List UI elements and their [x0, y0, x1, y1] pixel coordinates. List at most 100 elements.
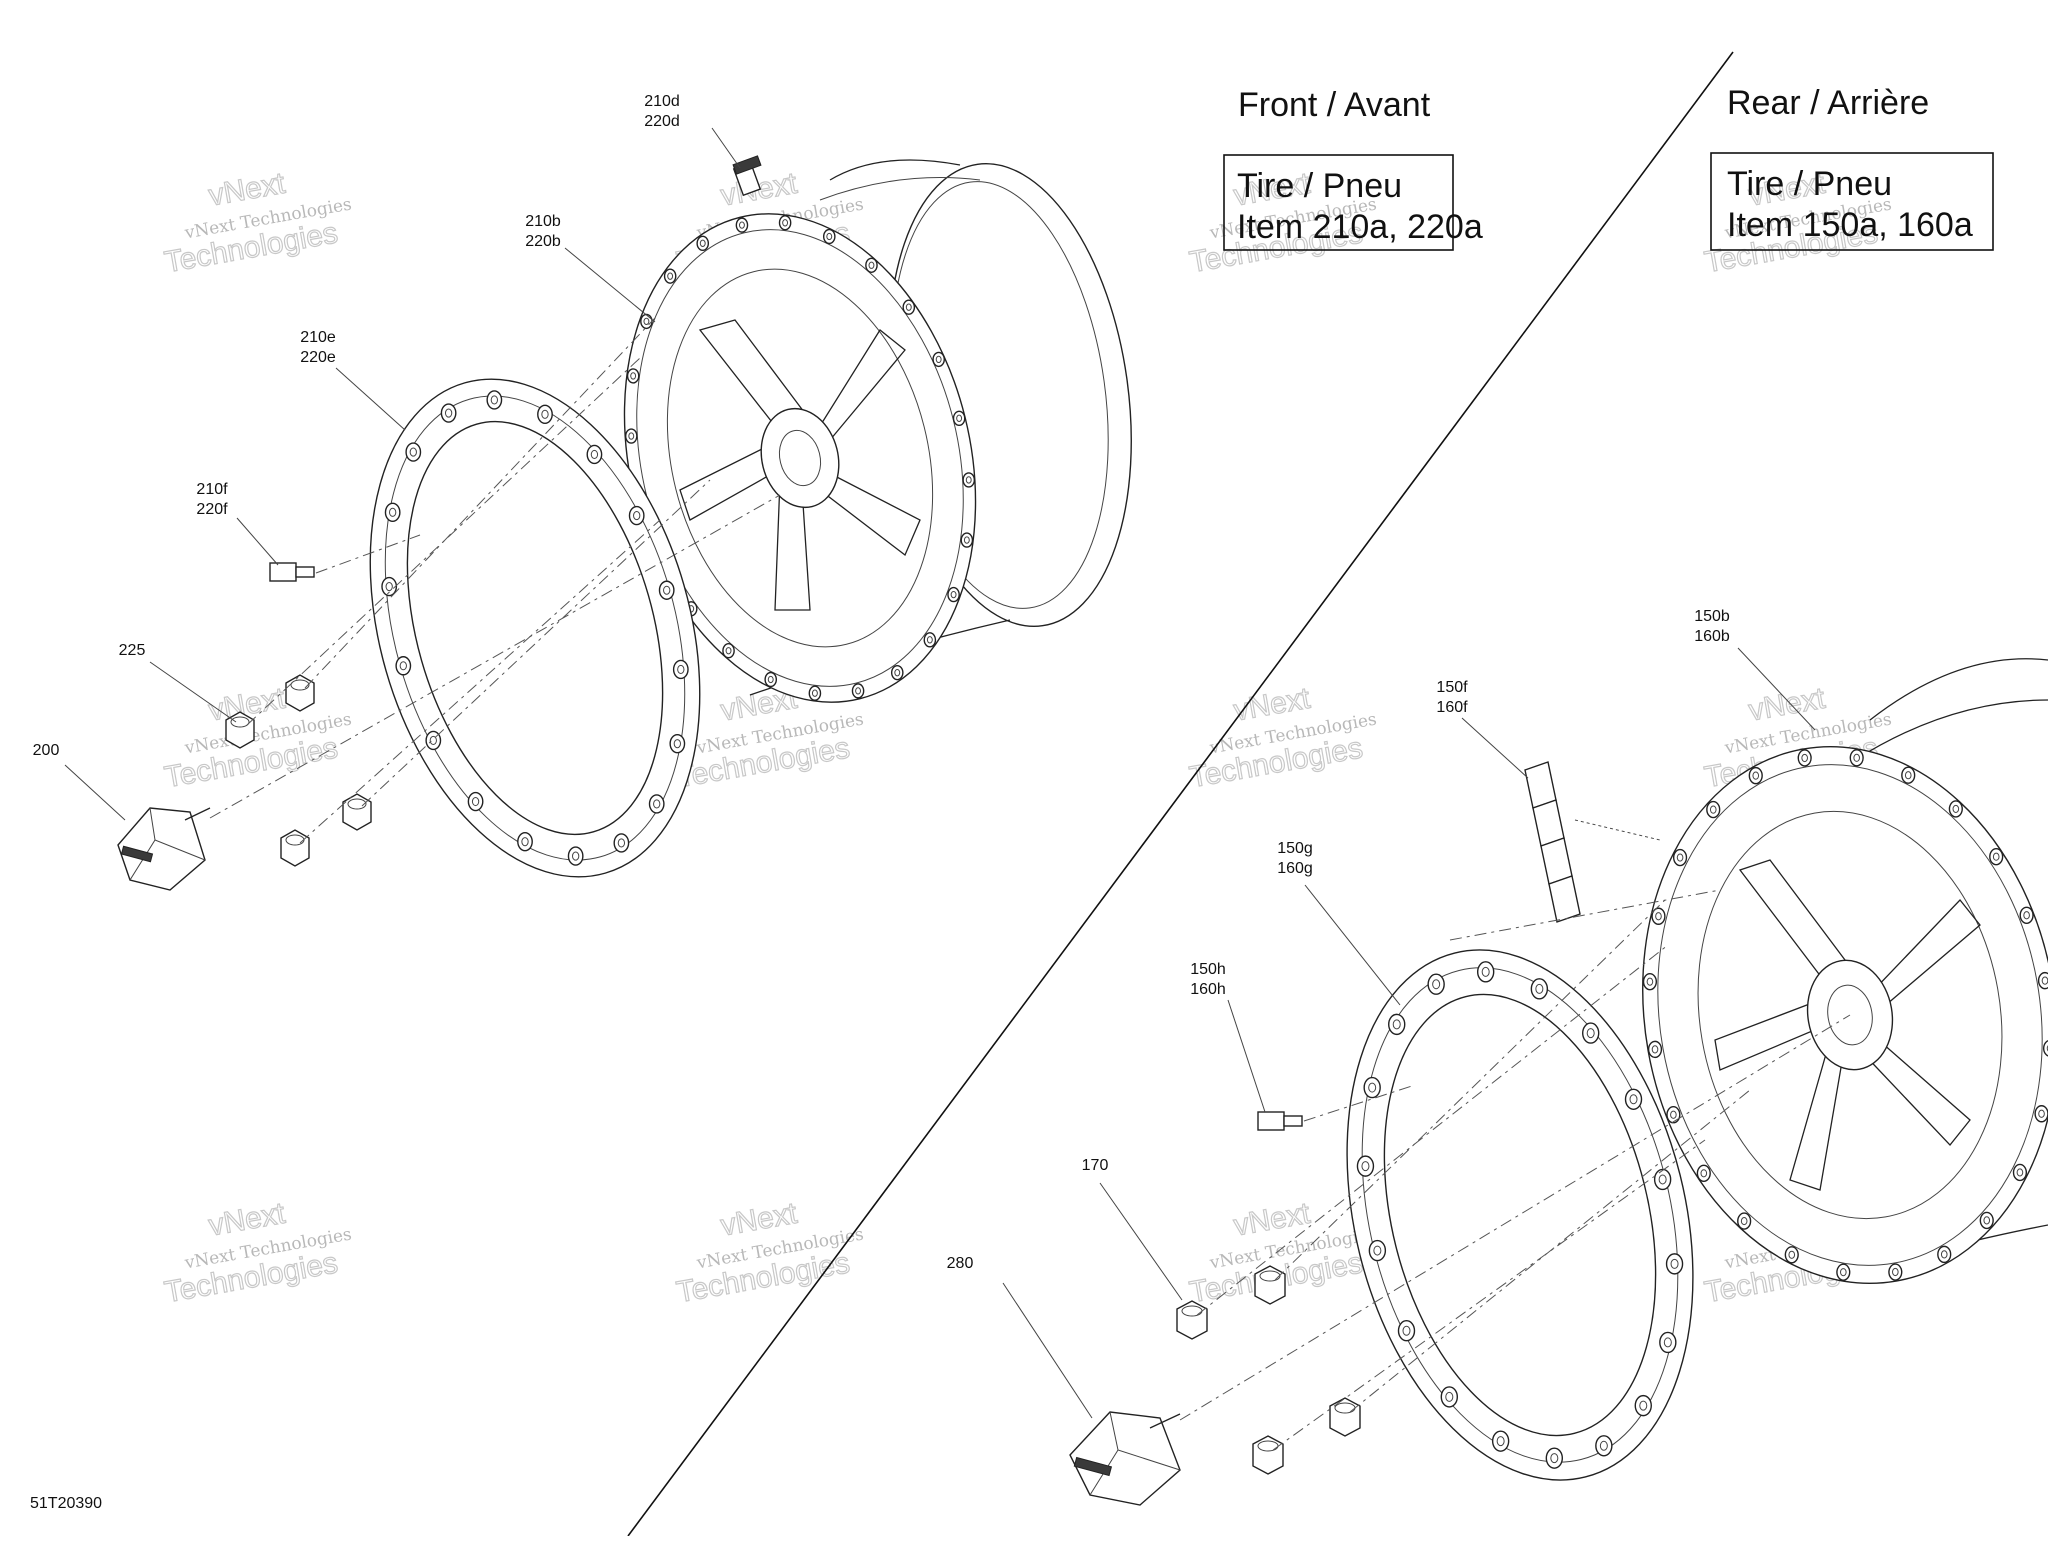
rim-bolt [923, 632, 937, 648]
rim-bolt [952, 410, 966, 427]
rim-bolt [722, 643, 735, 659]
ring-lug [672, 659, 689, 680]
ring-lug [1440, 1386, 1459, 1408]
svg-text:vNext: vNext [718, 1197, 800, 1243]
ring-lug [1388, 1013, 1406, 1036]
rim-bolt [1948, 800, 1963, 818]
ring-lug [517, 831, 533, 852]
front-bolt-210f [269, 562, 315, 582]
front-beadlock-ring-210e [369, 378, 701, 878]
front-lug-nuts-225 [225, 674, 372, 867]
rim-bolt [2037, 971, 2048, 990]
rim-bolt [1647, 1040, 1663, 1059]
rear-balance-weights-150f [1524, 761, 1661, 923]
rim-bolt [1937, 1245, 1952, 1264]
callout-150f: 150f [1436, 679, 1468, 696]
callout-160g: 160g [1277, 860, 1313, 877]
callout-160f: 160f [1436, 699, 1468, 716]
rim-bolt [1696, 1164, 1711, 1182]
rim-bolt [2034, 1105, 2048, 1123]
rim-bolt [808, 685, 822, 701]
callout-210b: 210b [525, 213, 561, 230]
ring-lug [1491, 1430, 1510, 1452]
rim-bolt [1836, 1263, 1851, 1281]
ring-lug [1581, 1022, 1600, 1044]
callout-150h: 150h [1190, 961, 1226, 978]
rim-bolt [1666, 1106, 1681, 1124]
callout-150b: 150b [1694, 608, 1730, 625]
rim-bolt [778, 215, 792, 231]
rear-beadlock-ring-150g [1346, 949, 1694, 1481]
rim-bolt [1989, 848, 2004, 866]
rear-heading: Rear / Arrière [1727, 84, 1929, 122]
ring-lug [1634, 1394, 1652, 1417]
rim-bolt [640, 313, 653, 330]
rim-bolt [2019, 906, 2034, 924]
rim-bolt [947, 586, 960, 603]
ring-lug [658, 580, 675, 600]
ring-lug [381, 576, 398, 597]
rim-bolt [696, 235, 710, 252]
ring-lug [628, 505, 645, 526]
rim-bolt [1642, 972, 1658, 991]
ring-lug [395, 656, 412, 676]
rim-bolt [1706, 800, 1721, 819]
front-valve-stem-210d [732, 155, 762, 197]
ring-lug [567, 846, 584, 866]
ring-lug [405, 442, 422, 462]
rim-bolt [902, 299, 916, 315]
ring-lug [467, 791, 484, 812]
rear-bolt-150h [1257, 1111, 1303, 1131]
callout-150g: 150g [1277, 840, 1313, 857]
ring-lug [669, 733, 686, 754]
diagram-id: 51T20390 [30, 1495, 102, 1512]
front-tire-label: Tire / Pneu [1237, 167, 1402, 205]
callout-170: 170 [1082, 1157, 1109, 1174]
front-hub-cap-200 [117, 807, 211, 891]
rear-hub-cap-280 [1069, 1411, 1181, 1506]
callout-160b: 160b [1694, 628, 1730, 645]
leader-lines [64, 127, 1816, 1419]
rim-bolt [890, 664, 904, 681]
rim-bolt [1784, 1246, 1799, 1264]
front-heading: Front / Avant [1238, 86, 1431, 124]
ring-lug [1665, 1253, 1684, 1275]
svg-text:vNext: vNext [1231, 682, 1313, 728]
rim-bolt [1797, 749, 1812, 767]
callout-220b: 220b [525, 233, 561, 250]
rear-tire-items: Item 150a, 160a [1727, 206, 1973, 244]
callout-200: 200 [33, 742, 60, 759]
callout-210d: 210d [644, 93, 680, 110]
rim-bolt [764, 671, 778, 688]
ring-lug [440, 403, 457, 423]
rear-tire-box: Tire / Pneu Item 150a, 160a [1710, 152, 1994, 251]
ring-lug [1363, 1076, 1381, 1099]
ring-lug [1659, 1331, 1677, 1354]
callout-225: 225 [119, 642, 146, 659]
ring-lug [1427, 973, 1445, 995]
rim-bolt [663, 268, 677, 284]
ring-lug [1530, 978, 1549, 1000]
ring-lug [537, 404, 553, 425]
section-divider [627, 51, 1734, 1537]
rim-bolt [735, 217, 749, 233]
rim-bolt [2042, 1039, 2048, 1057]
ring-lug [1397, 1320, 1416, 1342]
ring-lug [486, 390, 503, 410]
rim-bolt [1901, 766, 1916, 784]
rim-bolt [1888, 1263, 1903, 1281]
rim-bolt [1737, 1212, 1752, 1230]
rim-bolt [960, 532, 974, 548]
front-assembly-lines [209, 317, 781, 844]
rim-bolt [822, 228, 836, 245]
svg-text:vNext: vNext [1746, 682, 1828, 728]
rim-bolt [962, 472, 976, 488]
ring-lug [1356, 1155, 1375, 1177]
callout-220f: 220f [196, 501, 228, 518]
